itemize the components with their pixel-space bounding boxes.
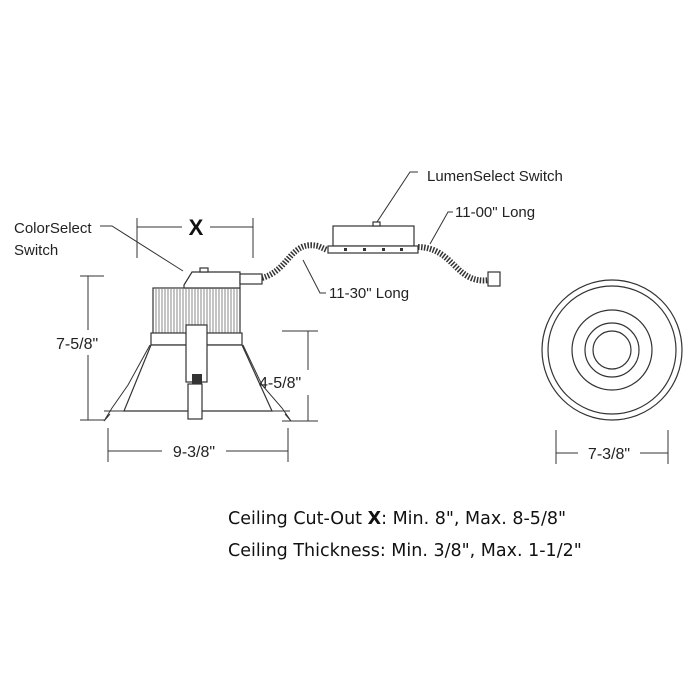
mounting-bracket — [185, 324, 208, 383]
height-dimension: 7-5/8" — [56, 336, 98, 353]
cable-right-label: 11-00" Long — [455, 204, 535, 221]
fixture-bottom-view — [541, 279, 683, 421]
fixture-side-view — [103, 267, 292, 422]
cable-right — [417, 244, 491, 284]
cable-left-label: 11-30" Long — [329, 285, 409, 302]
trim-diameter-bottom-dimension: 7-3/8" — [588, 446, 630, 463]
driver-box — [183, 271, 241, 289]
reflector-height-dimension: 4-5/8" — [259, 375, 301, 392]
connector — [487, 271, 501, 287]
lumenselect-switch — [372, 221, 381, 227]
lumenselect-label: LumenSelect Switch — [427, 168, 563, 185]
cutout-dimension-x: X — [189, 215, 204, 240]
cable-left — [260, 242, 329, 281]
trim-diameter-side-dimension: 9-3/8" — [173, 444, 215, 461]
junction-box — [327, 221, 419, 254]
ceiling-cutout-spec: Ceiling Cut-Out X: Min. 8", Max. 8-5/8" — [228, 509, 566, 529]
colorselect-label-1: ColorSelect — [14, 220, 92, 237]
colorselect-label-2: Switch — [14, 242, 58, 259]
colorselect-switch — [199, 267, 209, 273]
ceiling-thickness-spec: Ceiling Thickness: Min. 3/8", Max. 1-1/2… — [228, 541, 582, 561]
